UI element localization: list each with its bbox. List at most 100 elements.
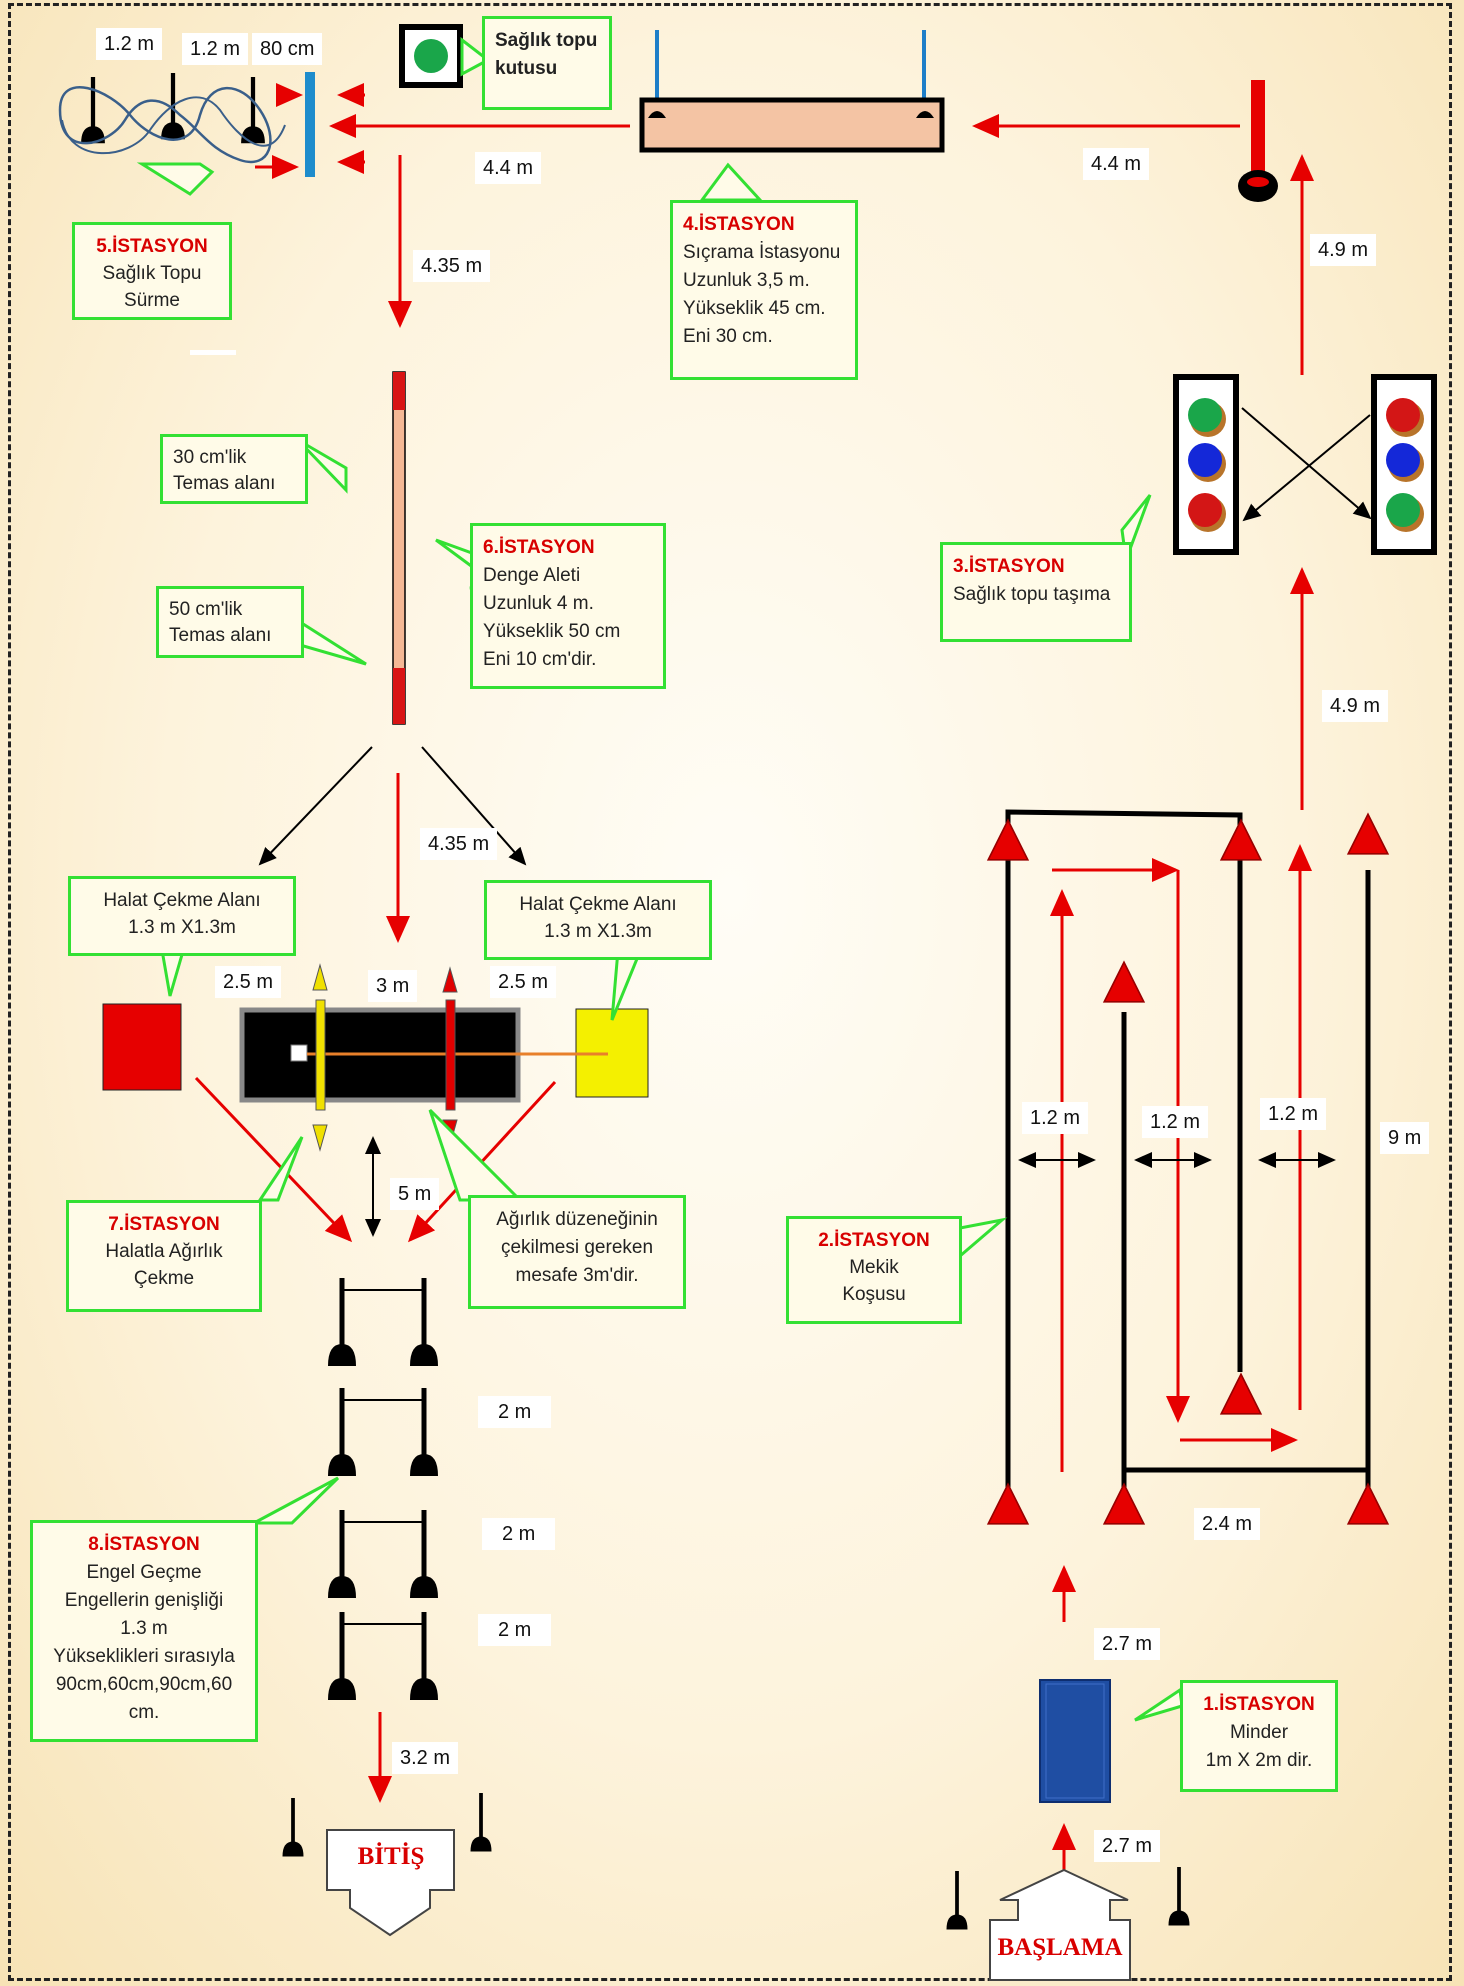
hurdle-base (328, 1678, 356, 1700)
station3-callout: 3.İSTASYON Sağlık topu taşıma (940, 542, 1132, 642)
dim-4-35-m: 4.35 m (420, 828, 498, 860)
station-title: 1.İSTASYON (1203, 1694, 1315, 1715)
dim-9-m: 9 m (1380, 1122, 1430, 1154)
rope-area-right-callout: Halat Çekme Alanı 1.3 m X1.3m (484, 880, 712, 960)
station-line: Eni 10 cm'dir. (483, 649, 597, 670)
station-line: Yükseklik 45 cm. (683, 298, 826, 319)
hurdle-base (328, 1576, 356, 1598)
ball-box-note: Sağlık topu kutusu (482, 16, 612, 110)
dim-4-35-m: 4.35 m (413, 250, 491, 282)
note-line: Temas alanı (169, 625, 272, 646)
station-title: 6.İSTASYON (483, 537, 595, 558)
dim-2-m: 2 m (478, 1614, 552, 1646)
station-line: Koşusu (842, 1284, 906, 1305)
dim-1-2-m: 1.2 m (182, 33, 249, 65)
hurdle-base (410, 1344, 438, 1366)
medicine-ball (1386, 443, 1420, 477)
station-line: Engellerin genişliği (64, 1590, 224, 1611)
dim-4-9-m: 4.9 m (1322, 690, 1389, 722)
station-line: Sürme (124, 290, 180, 311)
weight-distance-callout: Ağırlık düzeneğinin çekilmesi gereken me… (468, 1195, 686, 1309)
station6-balance-beam (392, 371, 406, 725)
medicine-ball (1188, 398, 1222, 432)
note-line: çekilmesi gereken (500, 1237, 654, 1258)
station6-callout: 6.İSTASYON Denge Aleti Uzunluk 4 m. Yüks… (470, 523, 666, 689)
start-label: BAŞLAMA (997, 1934, 1123, 1961)
finish-label: BİTİŞ (357, 1843, 425, 1870)
station1-mat (1039, 1565, 1111, 1880)
dim-2-m: 2 m (482, 1518, 556, 1550)
dim-3-m: 3 m (368, 970, 418, 1002)
station-line: 90cm,60cm,90cm,60 (55, 1674, 233, 1695)
finish (283, 1793, 492, 1937)
station2-callout: 2.İSTASYON Mekik Koşusu (786, 1216, 962, 1324)
station5-slalom (58, 72, 365, 179)
note-line: Halat Çekme Alanı (519, 894, 677, 915)
note-line: Sağlık topu (495, 30, 598, 51)
station-line: Minder (1229, 1722, 1289, 1743)
station-title: 7.İSTASYON (108, 1214, 220, 1235)
rope-area-left-callout: Halat Çekme Alanı 1.3 m X1.3m (68, 876, 296, 956)
station-line: 1m X 2m dir. (1205, 1750, 1313, 1771)
note-line: 30 cm'lik (173, 447, 247, 468)
dim-2-5-m: 2.5 m (215, 966, 282, 998)
dim-4-4-m: 4.4 m (475, 152, 542, 184)
station4-jump-box (639, 30, 945, 153)
note-line: 1.3 m X1.3m (128, 917, 236, 938)
start (947, 1867, 1190, 1981)
note-line: Ağırlık düzeneğinin (496, 1209, 658, 1230)
station2-shuttle-run (987, 809, 1389, 1525)
station1-callout: 1.İSTASYON Minder 1m X 2m dir. (1180, 1680, 1338, 1792)
station-line: Sağlık topu taşıma (953, 584, 1111, 605)
medicine-ball (1188, 493, 1222, 527)
station5-callout: 5.İSTASYON Sağlık Topu Sürme (72, 222, 232, 320)
ball-box (399, 24, 463, 88)
medicine-ball (1386, 398, 1420, 432)
station-line: Çekme (133, 1268, 195, 1289)
station4-callout: 4.İSTASYON Sıçrama İstasyonu Uzunluk 3,5… (670, 200, 858, 380)
station-line: Uzunluk 3,5 m. (683, 270, 810, 291)
dim-2-4-m: 2.4 m (1194, 1508, 1261, 1540)
station-line: Mekik (849, 1257, 899, 1278)
station7-callout: 7.İSTASYON Halatla Ağırlık Çekme (66, 1200, 262, 1312)
medicine-ball (1386, 493, 1420, 527)
station-line: Halatla Ağırlık (105, 1241, 223, 1262)
dim-1-2-m: 1.2 m (1260, 1098, 1327, 1130)
station-line: cm. (128, 1702, 160, 1723)
station-line: Yükseklik 50 cm (483, 621, 621, 642)
dim-2-5-m: 2.5 m (490, 966, 557, 998)
dim-1-2-m: 1.2 m (1022, 1102, 1089, 1134)
station8-callout: 8.İSTASYON Engel Geçme Engellerin genişl… (30, 1520, 258, 1742)
hurdle-base (410, 1576, 438, 1598)
dim-2-7-m: 2.7 m (1094, 1830, 1161, 1862)
dim-1-2-m: 1.2 m (96, 28, 163, 60)
station-line: Sağlık Topu (102, 263, 202, 284)
hurdle-base (410, 1454, 438, 1476)
station-title: 3.İSTASYON (953, 556, 1065, 577)
note-line: 50 cm'lik (169, 599, 243, 620)
station-line: Yükseklikleri sırasıyla (53, 1646, 235, 1667)
station-line: Sıçrama İstasyonu (683, 242, 841, 263)
station3-ball-racks (1173, 374, 1437, 555)
station-title: 2.İSTASYON (818, 1230, 930, 1251)
station-title: 4.İSTASYON (683, 214, 795, 235)
hurdle-base (410, 1678, 438, 1700)
dim-80-cm: 80 cm (252, 33, 323, 65)
medicine-ball (1188, 443, 1222, 477)
dim-1-2-m: 1.2 m (1142, 1106, 1209, 1138)
station-line: Eni 30 cm. (683, 326, 773, 347)
dim-3-2-m: 3.2 m (392, 1742, 459, 1774)
note-line: mesafe 3m'dir. (515, 1265, 639, 1286)
hurdle-base (328, 1454, 356, 1476)
station8-hurdles (328, 1278, 438, 1803)
dim-4-4-m: 4.4 m (1083, 148, 1150, 180)
station-title: 5.İSTASYON (96, 236, 208, 257)
station-line: Engel Geçme (86, 1562, 202, 1583)
dim-2-7-m: 2.7 m (1094, 1628, 1161, 1660)
dim-5-m: 5 m (390, 1178, 440, 1210)
note-line: kutusu (495, 58, 558, 79)
station-line: 1.3 m (120, 1618, 168, 1639)
station-title: 8.İSTASYON (88, 1534, 200, 1555)
